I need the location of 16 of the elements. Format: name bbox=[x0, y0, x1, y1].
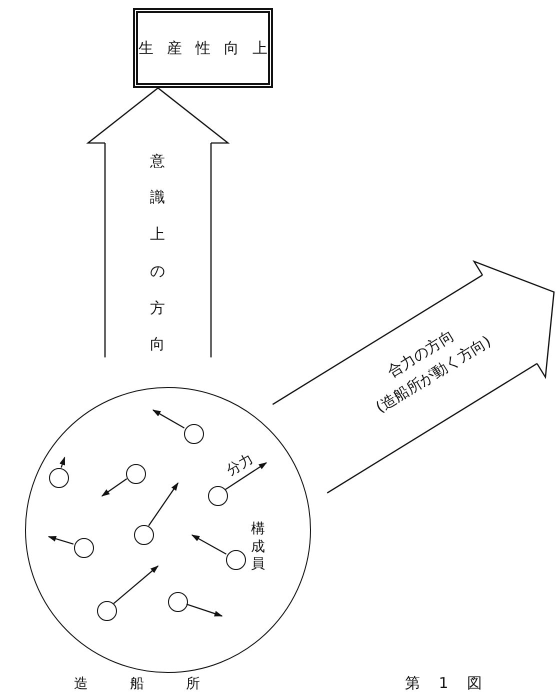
force-label: 分力 bbox=[223, 450, 257, 480]
block-arrow bbox=[87, 87, 229, 358]
goal-box bbox=[133, 8, 273, 88]
member-circle bbox=[74, 538, 94, 558]
block-arrow bbox=[272, 260, 555, 494]
member-circle bbox=[49, 468, 69, 488]
member-circle bbox=[168, 592, 188, 612]
member-circle bbox=[134, 525, 154, 545]
figure-caption: 第 1 図 bbox=[405, 674, 482, 693]
member-circle bbox=[184, 424, 204, 444]
member-circle bbox=[126, 464, 146, 484]
member-label: 構成員 bbox=[251, 521, 265, 574]
member-circle bbox=[208, 486, 228, 506]
shipyard-label: 造船所 bbox=[74, 677, 242, 691]
member-circle bbox=[97, 601, 117, 621]
goal-text: 生産性向上 bbox=[138, 38, 281, 58]
